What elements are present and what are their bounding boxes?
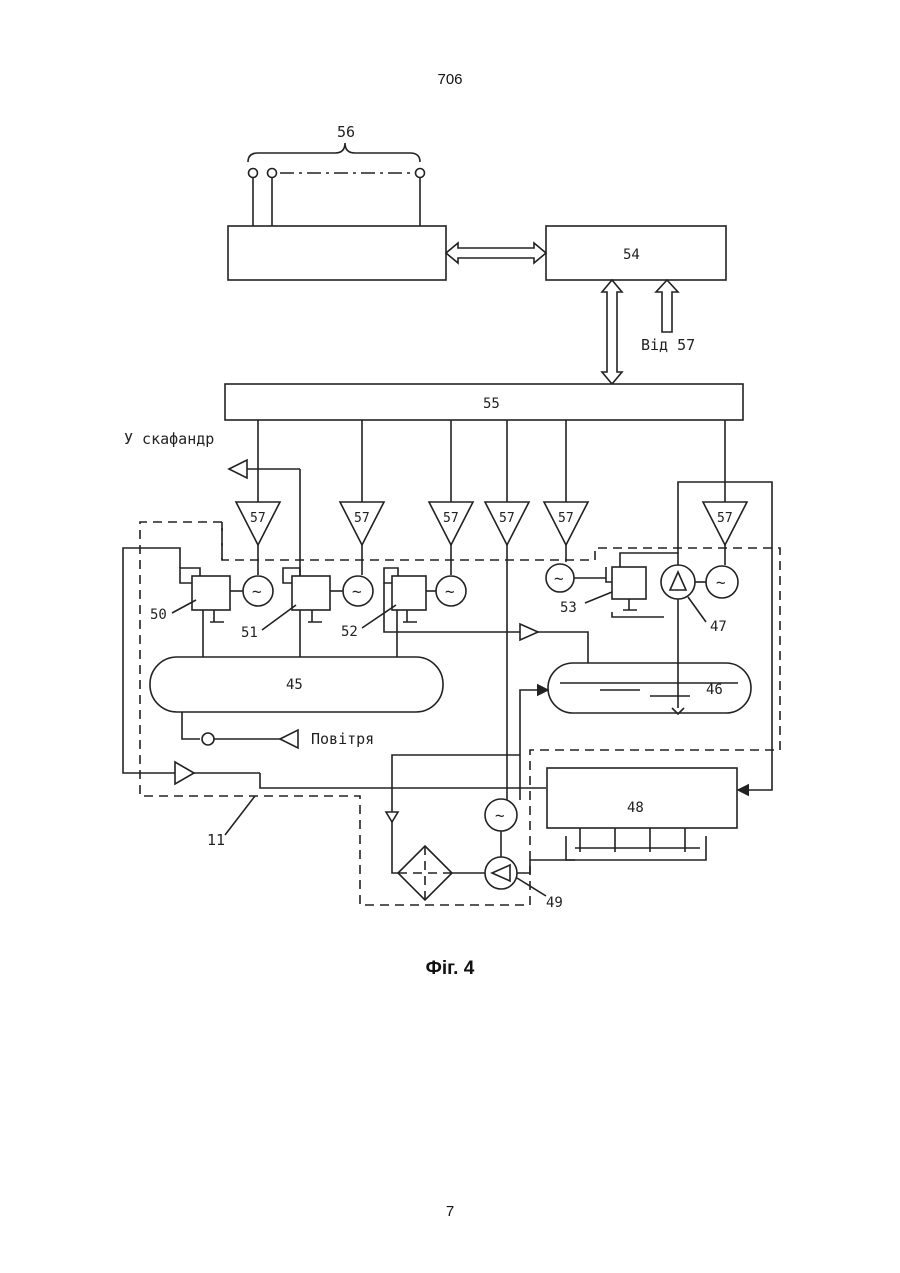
- valve-50: [192, 576, 230, 610]
- valve-51: [292, 576, 330, 610]
- filter: [398, 846, 452, 900]
- motor: ~: [243, 576, 273, 606]
- label-air: Повітря: [311, 730, 374, 748]
- svg-text:57: 57: [717, 511, 733, 526]
- motor: ~: [546, 564, 574, 592]
- check-valve: [202, 733, 214, 745]
- motor: ~: [706, 566, 738, 598]
- page-number-bottom: 7: [0, 1203, 900, 1220]
- label-47: 47: [710, 619, 727, 635]
- amplifier-57: 57: [236, 502, 280, 545]
- amplifier-57: 57: [429, 502, 473, 545]
- motor: ~: [436, 576, 466, 606]
- bracket-56: [248, 143, 420, 162]
- svg-text:57: 57: [354, 511, 370, 526]
- label-55: 55: [483, 396, 500, 412]
- air-inlet-triangle: [280, 730, 298, 748]
- check-valve-49: [386, 812, 398, 822]
- amplifier-57: 57: [485, 502, 529, 545]
- svg-text:~: ~: [352, 582, 362, 601]
- label-48: 48: [627, 800, 644, 816]
- label-49: 49: [546, 895, 563, 911]
- terminal-circle: [268, 169, 277, 178]
- double-arrow-h: [446, 243, 546, 263]
- terminal-circle: [416, 169, 425, 178]
- label-46: 46: [706, 682, 723, 698]
- double-arrow-v: [602, 280, 622, 384]
- svg-text:~: ~: [554, 569, 564, 588]
- label-11: 11: [207, 831, 225, 849]
- figure-caption: Фіг. 4: [0, 958, 900, 980]
- label-54: 54: [623, 247, 640, 263]
- label-56: 56: [337, 123, 355, 141]
- terminal-circle: [249, 169, 258, 178]
- motor: ~: [485, 799, 517, 831]
- amplifier-57: 57: [340, 502, 384, 545]
- svg-text:~: ~: [445, 582, 455, 601]
- label-to-suit: У скафандр: [124, 430, 214, 448]
- label-53: 53: [560, 600, 577, 616]
- svg-text:~: ~: [716, 573, 726, 592]
- amplifier-57: 57: [544, 502, 588, 545]
- label-45: 45: [286, 677, 303, 693]
- label-52: 52: [341, 624, 358, 640]
- sensor-block: [228, 226, 446, 280]
- label-from-57: Від 57: [641, 336, 695, 354]
- pump-47: [661, 565, 695, 599]
- outlet-triangle: [229, 460, 247, 478]
- valve-53: [612, 567, 646, 599]
- svg-text:~: ~: [252, 582, 262, 601]
- svg-text:57: 57: [558, 511, 574, 526]
- input-arrow: [656, 280, 678, 332]
- motor: ~: [343, 576, 373, 606]
- pump-49: [485, 857, 517, 889]
- svg-text:57: 57: [250, 511, 266, 526]
- svg-text:57: 57: [443, 511, 459, 526]
- svg-text:~: ~: [495, 806, 505, 825]
- check-triangle: [520, 624, 538, 640]
- label-51: 51: [241, 625, 258, 641]
- svg-text:57: 57: [499, 511, 515, 526]
- block-48: [547, 768, 737, 828]
- valve-52: [392, 576, 426, 610]
- label-50: 50: [150, 607, 167, 623]
- amplifier-57: 57: [703, 502, 747, 545]
- return-triangle: [175, 762, 194, 784]
